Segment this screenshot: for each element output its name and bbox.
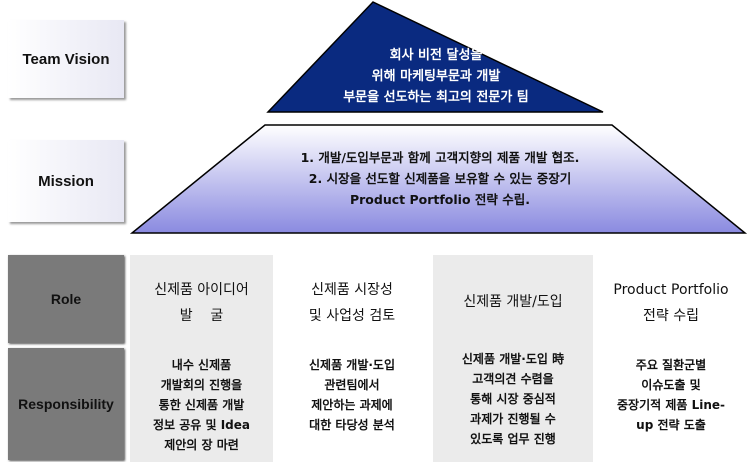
vision-line: 회사 비전 달성을 bbox=[389, 48, 483, 63]
resp-line: 정보 공유 및 Idea bbox=[152, 418, 251, 432]
resp-line: 주요 질환군별 bbox=[635, 358, 707, 372]
resp-line: 고객의견 수렴을 bbox=[472, 372, 554, 386]
resp-line: 신제품 개발·도입 時 bbox=[461, 352, 565, 366]
vision-line: 위해 마케팅부문과 개발 bbox=[371, 69, 501, 84]
mission-text: 1. 개발/도입부문과 함께 고객지향의 제품 개발 협조. 2. 시장을 선도… bbox=[200, 147, 680, 210]
resp-line: 관련팀에서 bbox=[324, 378, 380, 392]
role-line: Product Portfolio bbox=[613, 282, 729, 298]
mission-line: 1. 개발/도입부문과 함께 고객지향의 제품 개발 협조. bbox=[300, 150, 580, 165]
vision-triangle bbox=[266, 1, 604, 113]
resp-line: 과제가 진행될 수 bbox=[470, 412, 556, 426]
resp-line: 중장기적 제품 Line- bbox=[616, 398, 726, 412]
resp-line: 이슈도출 및 bbox=[641, 378, 701, 392]
role-label: Role bbox=[8, 255, 124, 343]
mission-line: 2. 시장을 선도할 신제품을 보유할 수 있는 중장기 bbox=[308, 171, 572, 186]
resp-line: 통한 신제품 개발 bbox=[158, 398, 245, 412]
resp-line: 통해 시장 중심적 bbox=[470, 392, 556, 406]
vision-line: 부문을 선도하는 최고의 전문가 팀 bbox=[343, 90, 529, 105]
role-line: 전략 수립 bbox=[643, 308, 699, 324]
resp-line: 개발회의 진행을 bbox=[160, 378, 243, 392]
role-line: 및 사업성 검토 bbox=[308, 308, 396, 324]
responsibility-label: Responsibility bbox=[8, 348, 124, 460]
vision-text: 회사 비전 달성을 위해 마케팅부문과 개발 부문을 선도하는 최고의 전문가 … bbox=[268, 45, 604, 108]
resp-line: 제안의 장 마련 bbox=[164, 438, 239, 452]
resp-line: 제안하는 과제에 bbox=[311, 398, 393, 412]
role-line: 신제품 개발/도입 bbox=[463, 294, 563, 310]
team-vision-label: Team Vision bbox=[8, 20, 124, 98]
resp-line: 있도록 업무 진행 bbox=[470, 432, 556, 446]
pyramid bbox=[129, 1, 748, 234]
resp-line: 내수 신제품 bbox=[171, 358, 232, 372]
mission-trapezoid bbox=[129, 124, 748, 234]
resp-line: 대한 타당성 분석 bbox=[309, 418, 395, 432]
role-line: 발 굴 bbox=[179, 308, 224, 324]
resp-line: up 전략 도출 bbox=[636, 418, 706, 432]
role-line: 신제품 아이디어 bbox=[154, 282, 249, 298]
mission-line: Product Portfolio 전략 수립. bbox=[349, 192, 531, 207]
mission-label: Mission bbox=[8, 140, 124, 222]
resp-line: 신제품 개발·도입 bbox=[308, 358, 396, 372]
role-line: 신제품 시장성 bbox=[311, 282, 393, 298]
